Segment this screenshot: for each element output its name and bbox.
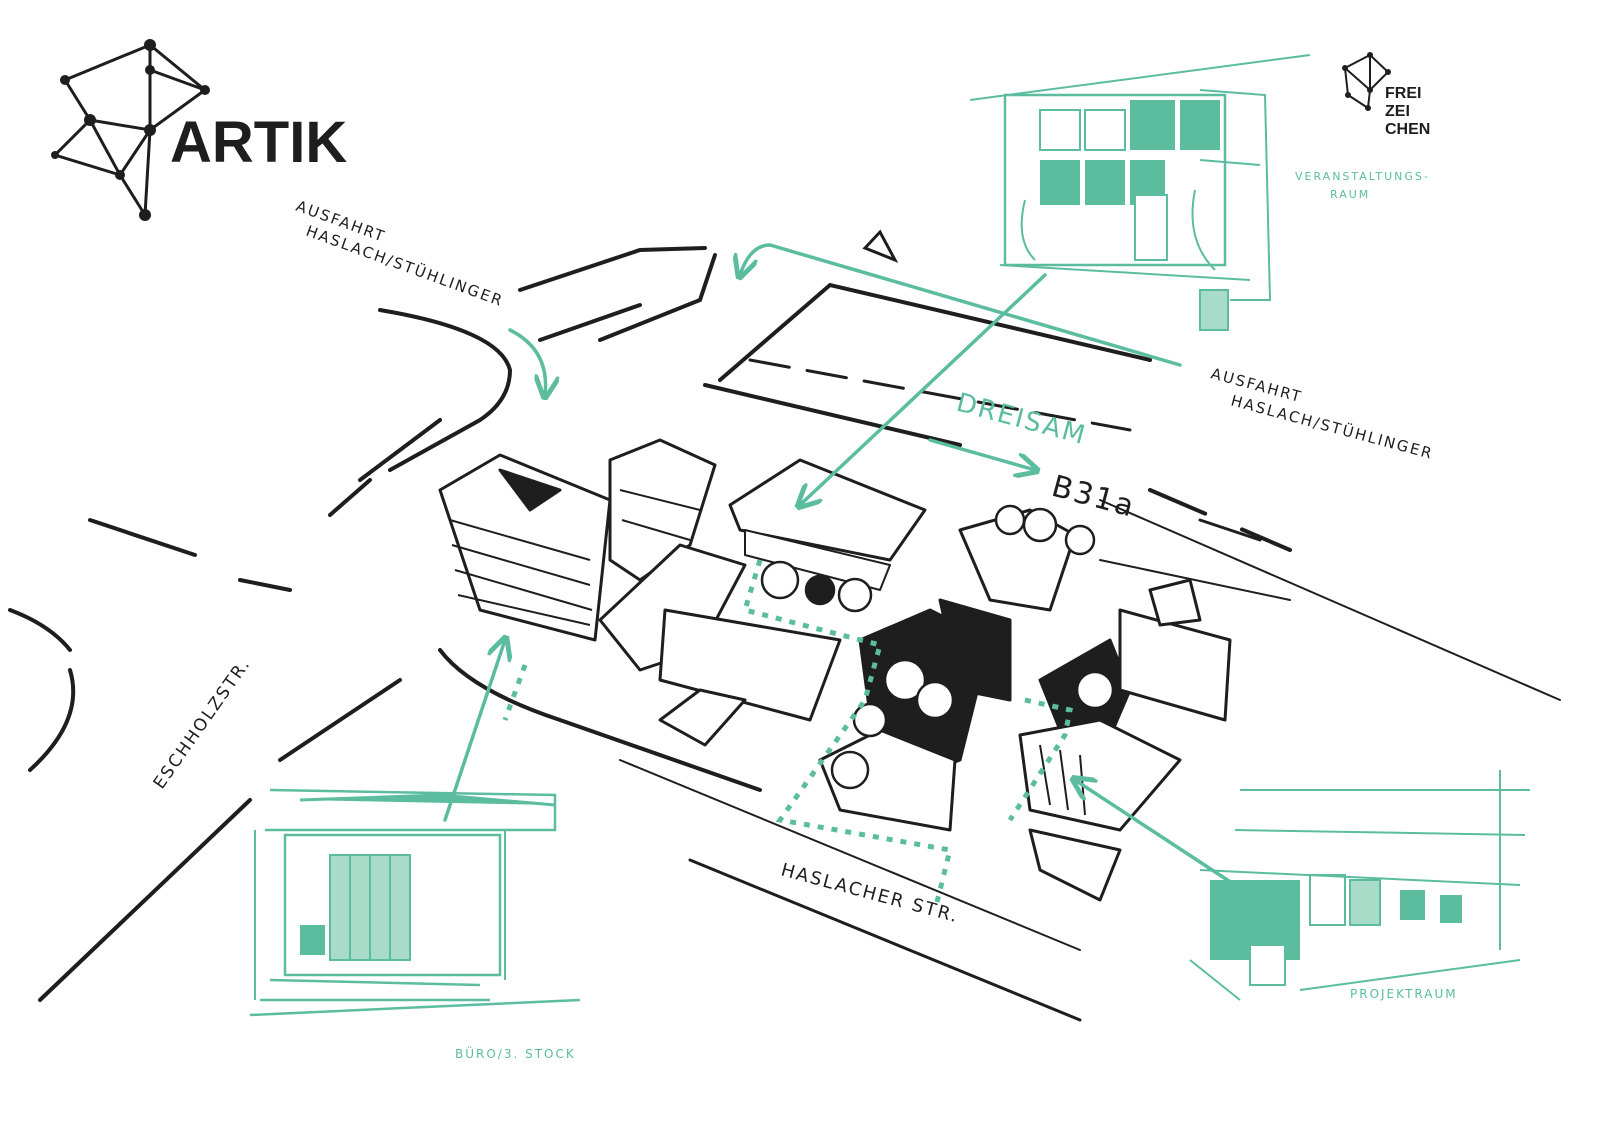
- artik-logo: [51, 39, 210, 221]
- label-event-space-line-1: VERANSTALTUNGS-: [1295, 170, 1430, 183]
- location-markers: [502, 559, 1073, 911]
- route-river: [928, 438, 1035, 470]
- label-project-space: PROJEKTRAUM: [1350, 987, 1458, 1001]
- freizeichen-logo-line-1: FREI: [1385, 85, 1421, 102]
- label-event-space-line-2: RAUM: [1330, 188, 1370, 201]
- label-street-south: HASLACHER STR.: [779, 860, 962, 928]
- label-highway: B31a: [1048, 469, 1139, 525]
- road-lines: [8, 229, 1561, 1022]
- route-arrows: [443, 243, 1237, 887]
- route-event-space: [800, 273, 1047, 505]
- label-river: DREISAM: [953, 388, 1090, 452]
- route-exit-north: [508, 328, 546, 395]
- label-exit-north-line-2: HASLACH/STÜHLINGER: [304, 221, 507, 310]
- artik-logo-text: ARTIK: [170, 110, 347, 175]
- label-office: BÜRO/3. STOCK: [455, 1045, 576, 1061]
- route-office: [443, 640, 505, 822]
- trees: [760, 504, 1115, 790]
- route-exit-east: [740, 243, 1182, 367]
- label-street-west: ESCHHOLZSTR.: [150, 654, 255, 793]
- office-sketch: [249, 788, 581, 1017]
- event-space-sketch: [969, 54, 1311, 331]
- label-exit-east-line-2: HASLACH/STÜHLINGER: [1229, 391, 1436, 463]
- project-space-sketch: [1189, 770, 1530, 1001]
- buildings: [438, 438, 1232, 902]
- freizeichen-logo-line-3: CHEN: [1385, 121, 1430, 138]
- route-project-space: [1075, 780, 1237, 887]
- freizeichen-logo: [1342, 52, 1391, 111]
- freizeichen-logo-line-2: ZEI: [1385, 103, 1410, 120]
